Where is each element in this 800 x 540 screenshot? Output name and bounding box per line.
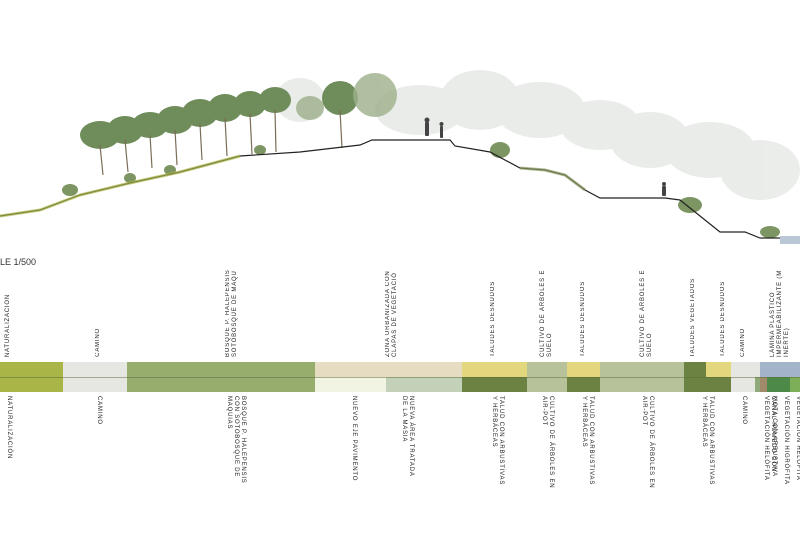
legend-band-bottom xyxy=(790,377,800,392)
legend-band-bottom xyxy=(760,377,767,392)
legend-label-top: CULTIVO DE ÁRBOLES E SUELO xyxy=(640,269,653,357)
legend-label-bottom: CAMINO xyxy=(741,396,747,425)
legend-band-bottom xyxy=(767,377,790,392)
legend-band-top xyxy=(731,362,760,377)
legend-label-top: ZONA URBANIZADA CON CLAPAS DE VEGETACIÓ xyxy=(385,270,398,357)
legend-band-bottom xyxy=(600,377,684,392)
water-channel xyxy=(780,236,800,244)
legend-label-bottom: CULTIVO DE ÁRBOLES EN AIR-POT xyxy=(541,396,554,489)
legend-label-top: NATURALIZACIÓN xyxy=(5,293,11,357)
legend-label-bottom: MOTA CON ARBUSTIVA xyxy=(771,396,777,477)
legend-band-top xyxy=(462,362,527,377)
legend-label-bottom: NUEVO EJE PAVIMENTO xyxy=(351,396,357,482)
shrubs xyxy=(62,142,780,238)
background-vegetation xyxy=(275,70,800,200)
legend-band-bottom xyxy=(731,377,755,392)
legend-band-bottom xyxy=(315,377,386,392)
legend-label-top: LÁMINA PLÁSTICO IMPERMEABILIZANTE (M INE… xyxy=(770,269,790,357)
pine-trees xyxy=(80,73,397,176)
legend-label-top: TALUDES VEGETADOS xyxy=(690,277,696,357)
legend-label-bottom: CULTIVO DE ÁRBOLES EN AIR-POT xyxy=(641,396,654,489)
legend-label-top: TALUDES DESNUDOS xyxy=(490,281,496,357)
legend-band-top xyxy=(315,362,462,377)
legend-label-top: CAMINO xyxy=(95,328,101,357)
legend-band-top xyxy=(527,362,567,377)
legend-label-bottom: NATURALIZACIÓN xyxy=(6,396,12,460)
slope-vegetation-strip xyxy=(0,154,241,218)
legend-band-bottom xyxy=(755,377,760,392)
legend-band-top xyxy=(127,362,315,377)
legend-band-bottom xyxy=(63,377,127,392)
legend-band-bottom xyxy=(0,377,63,392)
legend-label-bottom: TALUD CON ARBUSTIVAS Y HERBÁCEAS xyxy=(701,396,714,486)
slope-vegetation-strip-right xyxy=(519,166,586,192)
legend-label-top: BOSQUE P. HALEPENSIS SOTOBOSQUE DE MAQU xyxy=(225,269,238,357)
terrain-section-drawing xyxy=(0,70,800,244)
legend-band-top xyxy=(760,362,800,377)
legend-label-bottom: NUEVA ÁREA TRATADA DE LA MASIA xyxy=(401,396,414,477)
band-divider xyxy=(0,377,800,378)
legend-label-bottom: CANAL HÚMEDO CON VEGETACIÓN HELÓFITA xyxy=(763,396,776,481)
legend-label-bottom: VEGETACIÓN HIGRÓFITA xyxy=(783,396,789,485)
legend-label-bottom: TALUD CON ARBUSTIVAS Y HERBÁCEAS xyxy=(491,396,504,486)
legend-band-bottom xyxy=(527,377,567,392)
legend-label-bottom: CAMINO xyxy=(96,396,102,425)
legend-label-top: CULTIVO DE ÁRBOLES E SUELO xyxy=(540,269,553,357)
legend-band-bottom xyxy=(462,377,527,392)
legend-label-bottom: TALUD CON ARBUSTIVAS Y HERBÁCEAS xyxy=(581,396,594,486)
legend-band-top xyxy=(63,362,127,377)
legend-band-top xyxy=(0,362,63,377)
legend-label-top: CAMINO xyxy=(740,328,746,357)
legend-band-top xyxy=(567,362,600,377)
legend-label-bottom: VEGETACIÓN HELÓFITA xyxy=(795,396,800,481)
legend-band-top xyxy=(600,362,684,377)
people-figures xyxy=(424,117,666,196)
legend-band-bottom xyxy=(567,377,600,392)
legend-band-bottom xyxy=(684,377,731,392)
scale-label: LE 1/500 xyxy=(0,257,37,267)
legend-band-top xyxy=(684,362,706,377)
legend-label-bottom: BOSQUE P. HALEPENSIS CON SOTOBOSQUE DE M… xyxy=(226,396,246,484)
legend-label-top: TALUDES DESNUDOS xyxy=(720,281,726,357)
legend-band-bottom xyxy=(386,377,462,392)
legend-band-top xyxy=(706,362,731,377)
legend-label-top: TALUDES DESNUDOS xyxy=(580,281,586,357)
legend-band-bottom xyxy=(127,377,315,392)
